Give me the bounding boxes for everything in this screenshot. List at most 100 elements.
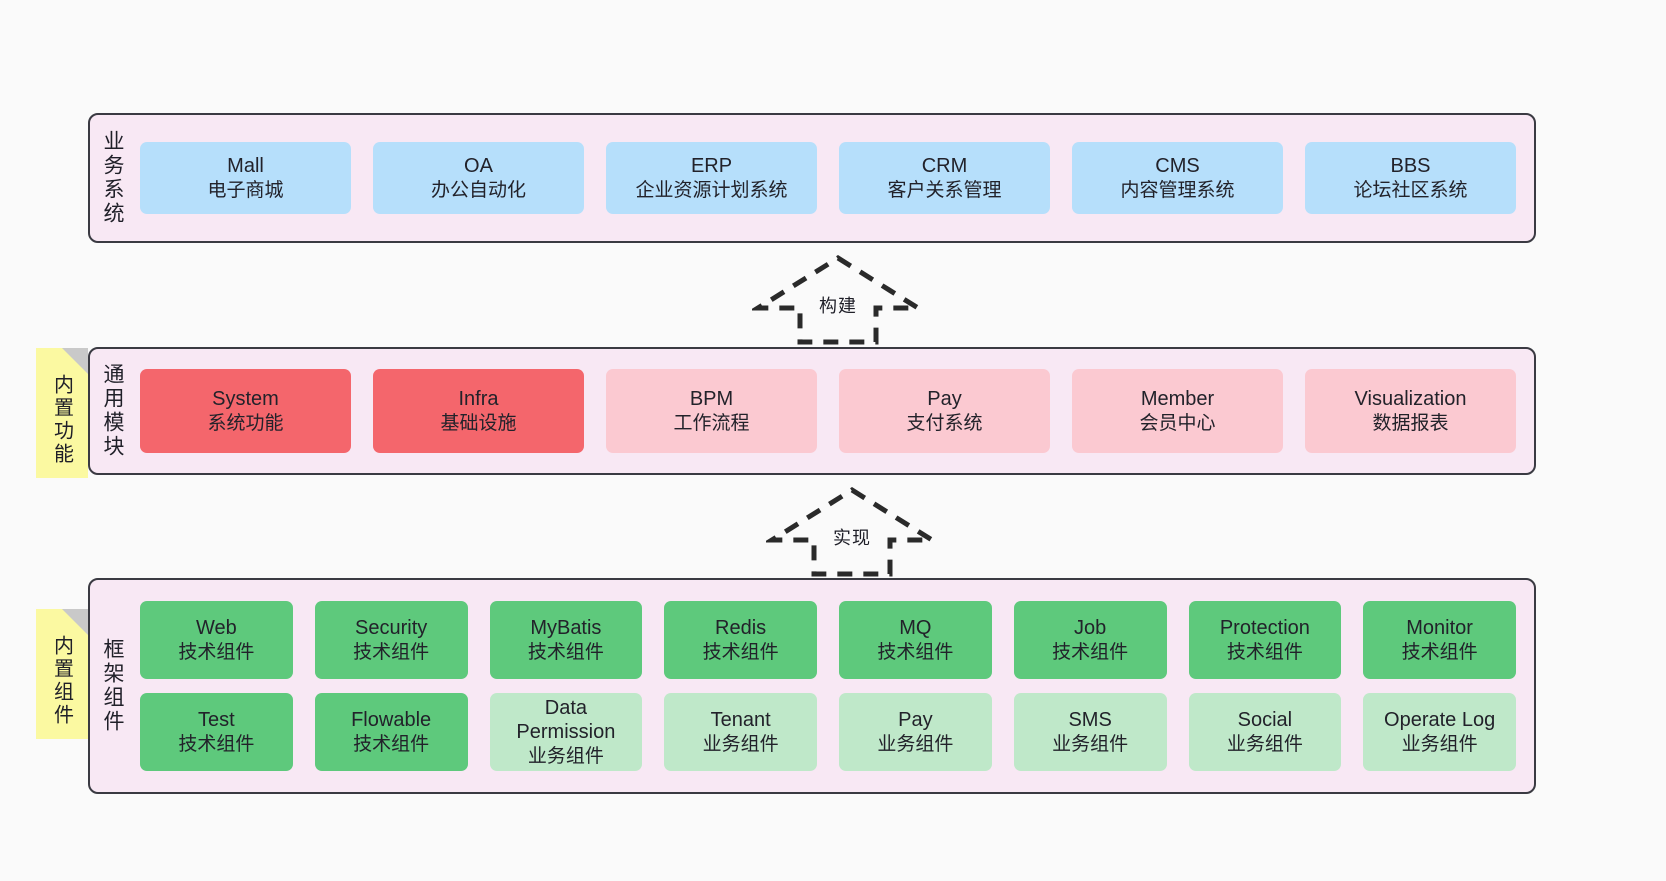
note-label: 内置组件 (50, 635, 73, 727)
box-subtitle: 技术组件 (877, 641, 954, 663)
layer-body-framework-components: Web 技术组件 Security 技术组件 MyBatis 技术组件 Redi… (134, 580, 1534, 792)
box-title: Web (195, 617, 237, 640)
box-subtitle: 内容管理系统 (1120, 179, 1235, 201)
box-web[interactable]: Web 技术组件 (140, 601, 293, 679)
box-redis[interactable]: Redis 技术组件 (664, 601, 817, 679)
box-subtitle: 电子商城 (207, 179, 284, 201)
box-subtitle: 技术组件 (1226, 641, 1303, 663)
layer-framework-components: 框架组件 Web 技术组件 Security 技术组件 MyBatis 技术组件… (88, 578, 1536, 794)
box-subtitle: 技术组件 (178, 641, 255, 663)
box-title-cont: Permission (516, 721, 616, 744)
box-title: Pay (927, 388, 962, 411)
box-flowable[interactable]: Flowable 技术组件 (314, 693, 468, 771)
box-title: Mall (227, 155, 264, 178)
box-monitor[interactable]: Monitor 技术组件 (1363, 601, 1516, 679)
box-subtitle: 技术组件 (1401, 641, 1478, 663)
box-subtitle: 业务组件 (877, 733, 954, 755)
box-mall[interactable]: Mall 电子商城 (140, 142, 351, 214)
box-mybatis[interactable]: MyBatis 技术组件 (489, 601, 643, 679)
box-protection[interactable]: Protection 技术组件 (1188, 601, 1342, 679)
box-subtitle: 业务组件 (702, 733, 779, 755)
box-title: SMS (1068, 709, 1112, 732)
box-cms[interactable]: CMS 内容管理系统 (1072, 142, 1283, 214)
box-title: Protection (1219, 617, 1310, 640)
box-data-permission[interactable]: Data Permission 业务组件 (489, 693, 643, 771)
box-title: MyBatis (530, 617, 602, 640)
note-fold-corner-icon (62, 609, 88, 635)
box-title: Redis (715, 617, 767, 640)
box-subtitle: 技术组件 (353, 733, 430, 755)
box-subtitle: 办公自动化 (430, 179, 526, 201)
arrow-implement: 实现 (766, 484, 938, 580)
box-subtitle: 业务组件 (1401, 733, 1478, 755)
box-oa[interactable]: OA 办公自动化 (373, 142, 584, 214)
arrow-build: 构建 (752, 252, 924, 348)
box-member[interactable]: Member 会员中心 (1072, 369, 1283, 453)
box-title: Tenant (710, 709, 771, 732)
box-subtitle: 业务组件 (1226, 733, 1303, 755)
box-title: CRM (921, 155, 968, 178)
layer-business-systems: 业务系统 Mall 电子商城 OA 办公自动化 ERP 企业资源计划系统 CRM… (88, 113, 1536, 243)
box-subtitle: 会员中心 (1139, 412, 1216, 434)
box-subtitle: 系统功能 (207, 412, 284, 434)
box-title: Pay (898, 709, 933, 732)
box-job[interactable]: Job 技术组件 (1013, 601, 1167, 679)
box-title: Social (1237, 709, 1293, 732)
layer-title-business-systems: 业务系统 (101, 130, 125, 226)
box-title: Member (1140, 388, 1215, 411)
box-subtitle: 基础设施 (440, 412, 517, 434)
box-title: Test (198, 709, 235, 732)
box-title: OA (464, 155, 493, 178)
box-title: Flowable (351, 709, 432, 732)
box-system[interactable]: System 系统功能 (140, 369, 351, 453)
box-subtitle: 论坛社区系统 (1353, 179, 1468, 201)
box-bbs[interactable]: BBS 论坛社区系统 (1305, 142, 1516, 214)
box-tenant[interactable]: Tenant 业务组件 (664, 693, 817, 771)
box-subtitle: 技术组件 (353, 641, 430, 663)
box-title: Data (544, 697, 587, 720)
box-title: ERP (690, 155, 733, 178)
box-erp[interactable]: ERP 企业资源计划系统 (606, 142, 817, 214)
box-pay-business[interactable]: Pay 业务组件 (839, 693, 992, 771)
box-subtitle: 业务组件 (1052, 733, 1129, 755)
layer-common-modules: 通用模块 System 系统功能 Infra 基础设施 BPM 工作流程 Pay… (88, 347, 1536, 475)
layer-body-common-modules: System 系统功能 Infra 基础设施 BPM 工作流程 Pay 支付系统… (134, 349, 1534, 473)
box-title: CMS (1155, 155, 1200, 178)
box-title: Security (355, 617, 428, 640)
layer-title-common-modules: 通用模块 (101, 363, 125, 459)
box-social[interactable]: Social 业务组件 (1188, 693, 1342, 771)
box-subtitle: 业务组件 (527, 745, 604, 767)
box-subtitle: 技术组件 (527, 641, 604, 663)
box-visualization[interactable]: Visualization 数据报表 (1305, 369, 1516, 453)
box-subtitle: 技术组件 (702, 641, 779, 663)
box-pay[interactable]: Pay 支付系统 (839, 369, 1050, 453)
box-title: Monitor (1406, 617, 1473, 640)
box-operate-log[interactable]: Operate Log 业务组件 (1363, 693, 1516, 771)
box-subtitle: 数据报表 (1372, 412, 1449, 434)
box-row: Test 技术组件 Flowable 技术组件 Data Permission … (140, 693, 1516, 771)
box-subtitle: 支付系统 (906, 412, 983, 434)
dashed-up-arrow-icon (752, 255, 924, 345)
dashed-up-arrow-icon (766, 487, 938, 577)
box-test[interactable]: Test 技术组件 (140, 693, 293, 771)
box-title: Infra (458, 388, 499, 411)
note-label: 内置功能 (50, 374, 73, 466)
box-mq[interactable]: MQ 技术组件 (839, 601, 992, 679)
box-infra[interactable]: Infra 基础设施 (373, 369, 584, 453)
box-bpm[interactable]: BPM 工作流程 (606, 369, 817, 453)
box-subtitle: 技术组件 (1052, 641, 1129, 663)
note-builtin-features: 内置功能 (36, 348, 88, 478)
box-subtitle: 企业资源计划系统 (635, 179, 788, 201)
box-security[interactable]: Security 技术组件 (314, 601, 468, 679)
box-sms[interactable]: SMS 业务组件 (1013, 693, 1167, 771)
box-title: Visualization (1354, 388, 1467, 411)
box-title: BBS (1390, 155, 1431, 178)
box-row: System 系统功能 Infra 基础设施 BPM 工作流程 Pay 支付系统… (140, 369, 1516, 453)
box-subtitle: 技术组件 (178, 733, 255, 755)
box-row: Web 技术组件 Security 技术组件 MyBatis 技术组件 Redi… (140, 601, 1516, 679)
box-subtitle: 工作流程 (673, 412, 750, 434)
layer-body-business-systems: Mall 电子商城 OA 办公自动化 ERP 企业资源计划系统 CRM 客户关系… (134, 115, 1534, 241)
box-crm[interactable]: CRM 客户关系管理 (839, 142, 1050, 214)
layer-title-framework-components: 框架组件 (101, 638, 125, 734)
